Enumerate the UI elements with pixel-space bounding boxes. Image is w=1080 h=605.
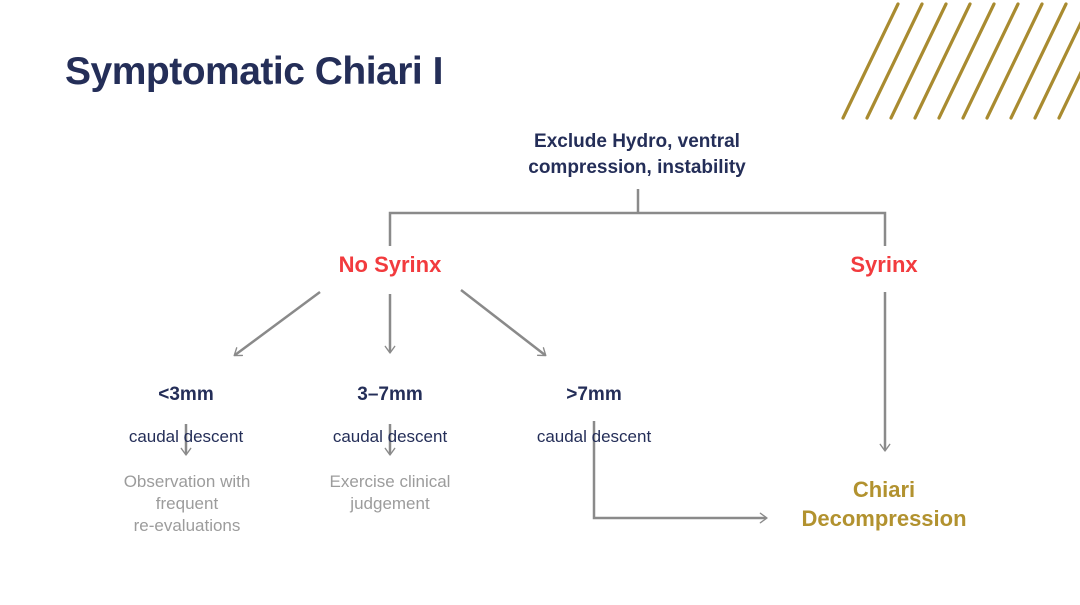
branch-tee-line [388,211,887,246]
node-descent-over-7mm: >7mm caudal descent [504,364,684,466]
descent-value: >7mm [566,384,622,405]
descent-caption: caudal descent [332,427,448,446]
arrow-gt7-to-decompression [592,421,768,524]
descent-caption: caudal descent [128,427,244,446]
node-outcome-clinical-judgement: Exercise clinical judgement [329,472,451,513]
descent-caption: caudal descent [536,427,652,446]
descent-value: 3–7mm [357,384,423,405]
branch-syrinx: Syrinx [850,252,918,277]
gold-stripes-decoration [841,2,1080,120]
branch-no-syrinx: No Syrinx [338,252,442,277]
page-title: Symptomatic Chiari I [65,50,443,93]
arrow-no-syrinx-to-gt7 [460,289,547,357]
node-descent-3-to-7mm: 3–7mm caudal descent [300,364,480,466]
node-descent-under-3mm: <3mm caudal descent [96,364,276,466]
arrow-no-syrinx-to-lt3 [233,290,321,357]
tree-connector-lines [180,189,891,524]
node-outcome-chiari-decompression: Chiari Decompression [801,477,967,531]
descent-value: <3mm [158,384,214,405]
node-outcome-observation: Observation with frequent re-evaluations [123,472,251,535]
node-exclude-criteria: Exclude Hydro, ventral compression, inst… [528,131,746,178]
